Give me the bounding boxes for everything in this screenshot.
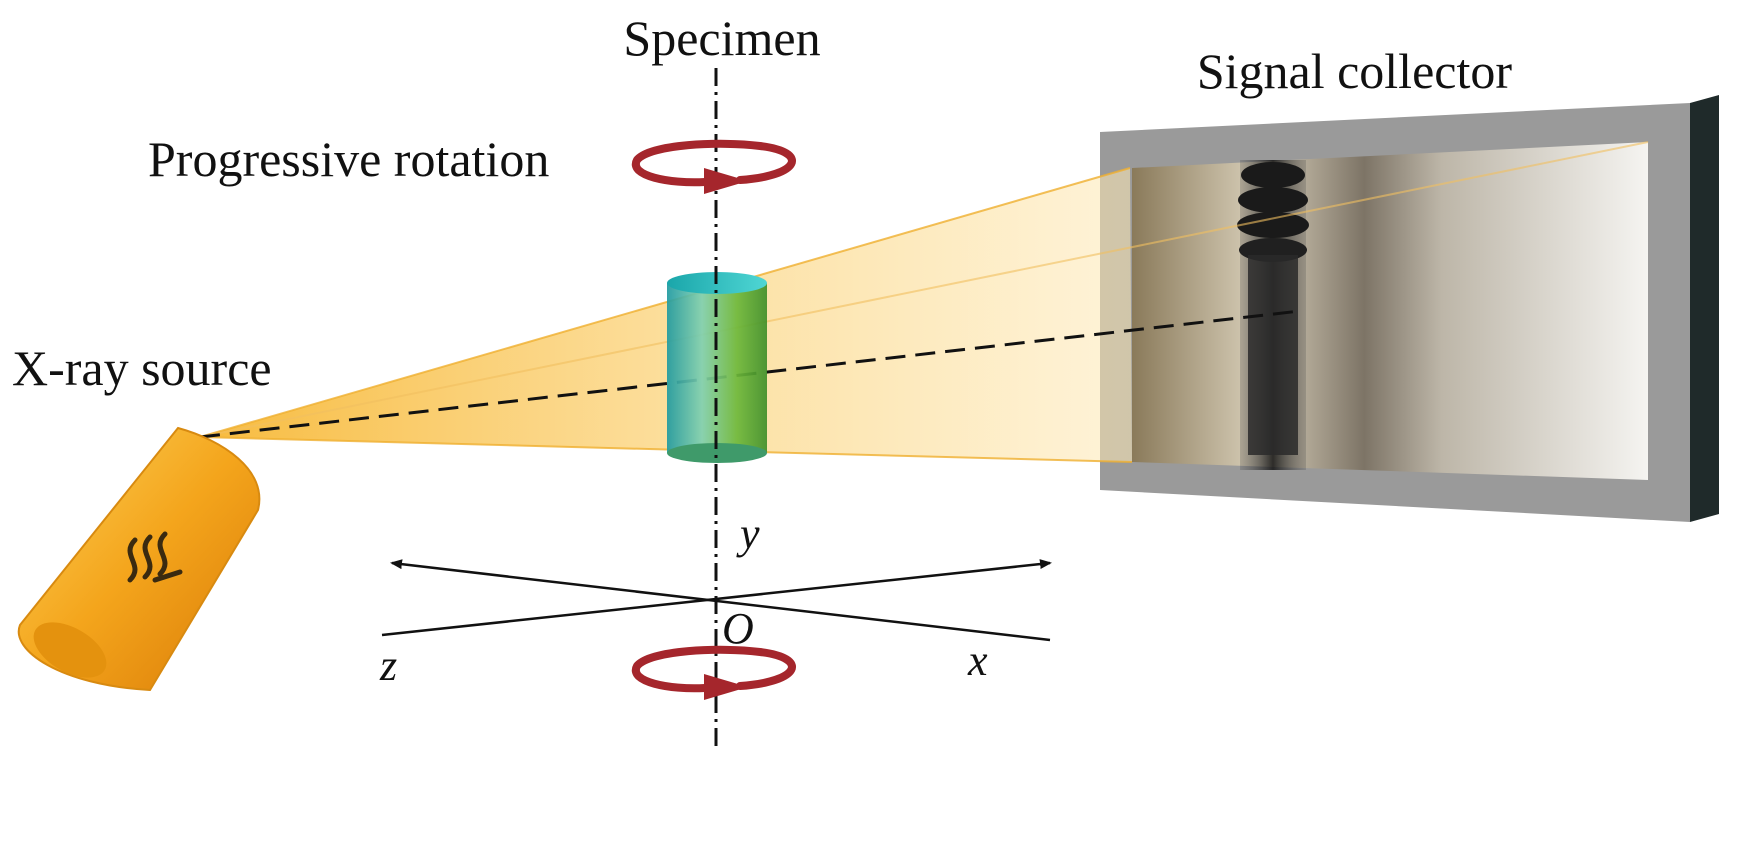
- origin-label: O: [722, 604, 754, 653]
- signal-collector: [1100, 95, 1719, 522]
- z-axis-label: z: [379, 641, 397, 690]
- progressive-rotation-label: Progressive rotation: [148, 131, 549, 187]
- detector-screen: [1132, 142, 1648, 480]
- x-axis-label: x: [967, 636, 988, 685]
- z-axis: [381, 559, 1052, 637]
- coordinate-axes: [381, 559, 1052, 642]
- signal-collector-label: Signal collector: [1197, 43, 1513, 99]
- y-axis-label: y: [736, 509, 760, 558]
- xray-source: [17, 426, 261, 692]
- radiation-waves-icon: [127, 531, 183, 583]
- projection-shadow: [1237, 160, 1309, 470]
- x-axis: [390, 559, 1051, 642]
- beam-cone: [200, 168, 1132, 462]
- specimen-label: Specimen: [623, 10, 820, 66]
- detector-side-edge: [1690, 95, 1719, 522]
- xray-source-label: X-ray source: [12, 340, 272, 396]
- rotation-arrow-bottom-icon: [631, 645, 796, 700]
- rotation-arrow-top-icon: [631, 139, 796, 194]
